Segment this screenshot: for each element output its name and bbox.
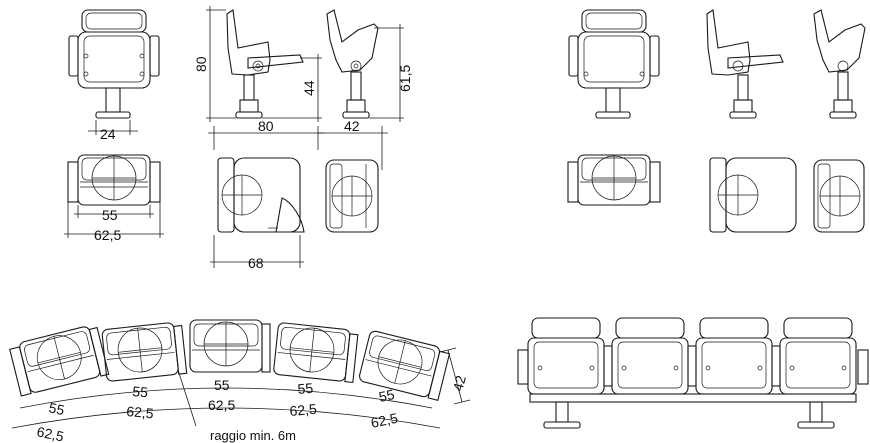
curved-row-seat-3 [189,319,271,373]
dimension-height-80: 80 [193,6,236,122]
straight-row-front [517,317,869,429]
dimension-label-80-horizontal: 80 [258,118,274,134]
side-view-seat-folded-right [813,9,866,119]
curved-row-inner-label-3: 55 [214,377,230,393]
straight-row-seat-4 [779,317,857,395]
dimension-label-61-5: 61,5 [397,65,413,92]
side-view-seat-open [226,9,304,119]
dimension-label-80-vertical: 80 [193,56,209,72]
dimension-depth-68: 68 [210,235,304,271]
straight-row-seat-2 [611,317,689,395]
front-view-seat-right [568,9,660,119]
plan-view-seat-top [67,154,161,206]
curved-row-plan: 55 55 55 55 55 62,5 62,5 62,5 62,5 62,5 … [9,319,471,443]
front-view-seat [68,9,160,119]
curved-row-radius-note: raggio min. 6m [210,428,296,443]
curved-row-depth-label: 42 [449,373,469,392]
plan-view-seat-folded-right [813,159,865,233]
curved-row-arc-inner [19,387,433,409]
curved-row-outer-label-3: 62,5 [208,397,235,413]
dimension-label-42: 42 [344,118,360,134]
plan-view-seat-side-right [709,157,797,233]
curved-row-inner-label-2: 55 [132,383,149,400]
dimension-arm-width: 24 [88,120,138,142]
dimension-height-44: 44 [262,54,322,122]
dimension-depth-80: 80 [208,118,324,150]
straight-row-seat-1 [527,317,605,395]
side-view-seat-folded [326,9,379,119]
dimension-label-44: 44 [301,80,317,96]
dimension-height-61-5: 61,5 [369,24,413,122]
dimension-label-68: 68 [248,255,264,271]
curved-row-inner-label-4: 55 [297,380,314,397]
dimension-label-62-5: 62,5 [94,227,121,243]
curved-row-inner-label-1: 55 [47,399,66,418]
plan-view-seat-top-right [567,154,661,206]
curved-row-inner-label-5: 55 [377,386,396,405]
curved-row-arc-outer [11,407,441,429]
curved-row-seat-1 [9,326,110,397]
curved-row-outer-label-4: 62,5 [289,401,318,419]
dimension-width-62-5: 62,5 [64,202,164,243]
curved-row-outer-label-2: 62,5 [126,403,155,421]
dimension-label-55: 55 [102,207,118,223]
curved-row-seat-2 [101,322,188,382]
curved-row-seat-4 [273,322,359,384]
curved-row-outer-label-1: 62,5 [35,423,65,443]
dimension-label-24: 24 [100,126,116,142]
curved-row-seat-5 [359,330,451,401]
straight-row-seat-3 [695,317,773,395]
curved-row-outer-label-5: 62,5 [369,410,399,431]
dimension-width-55: 55 [74,205,154,223]
dimension-depth-42: 42 [318,118,388,170]
plan-view-seat-folded [325,159,379,233]
straight-row-beam [529,393,857,403]
side-view-seat-open-right [706,9,784,119]
plan-view-seat-side [217,157,305,233]
